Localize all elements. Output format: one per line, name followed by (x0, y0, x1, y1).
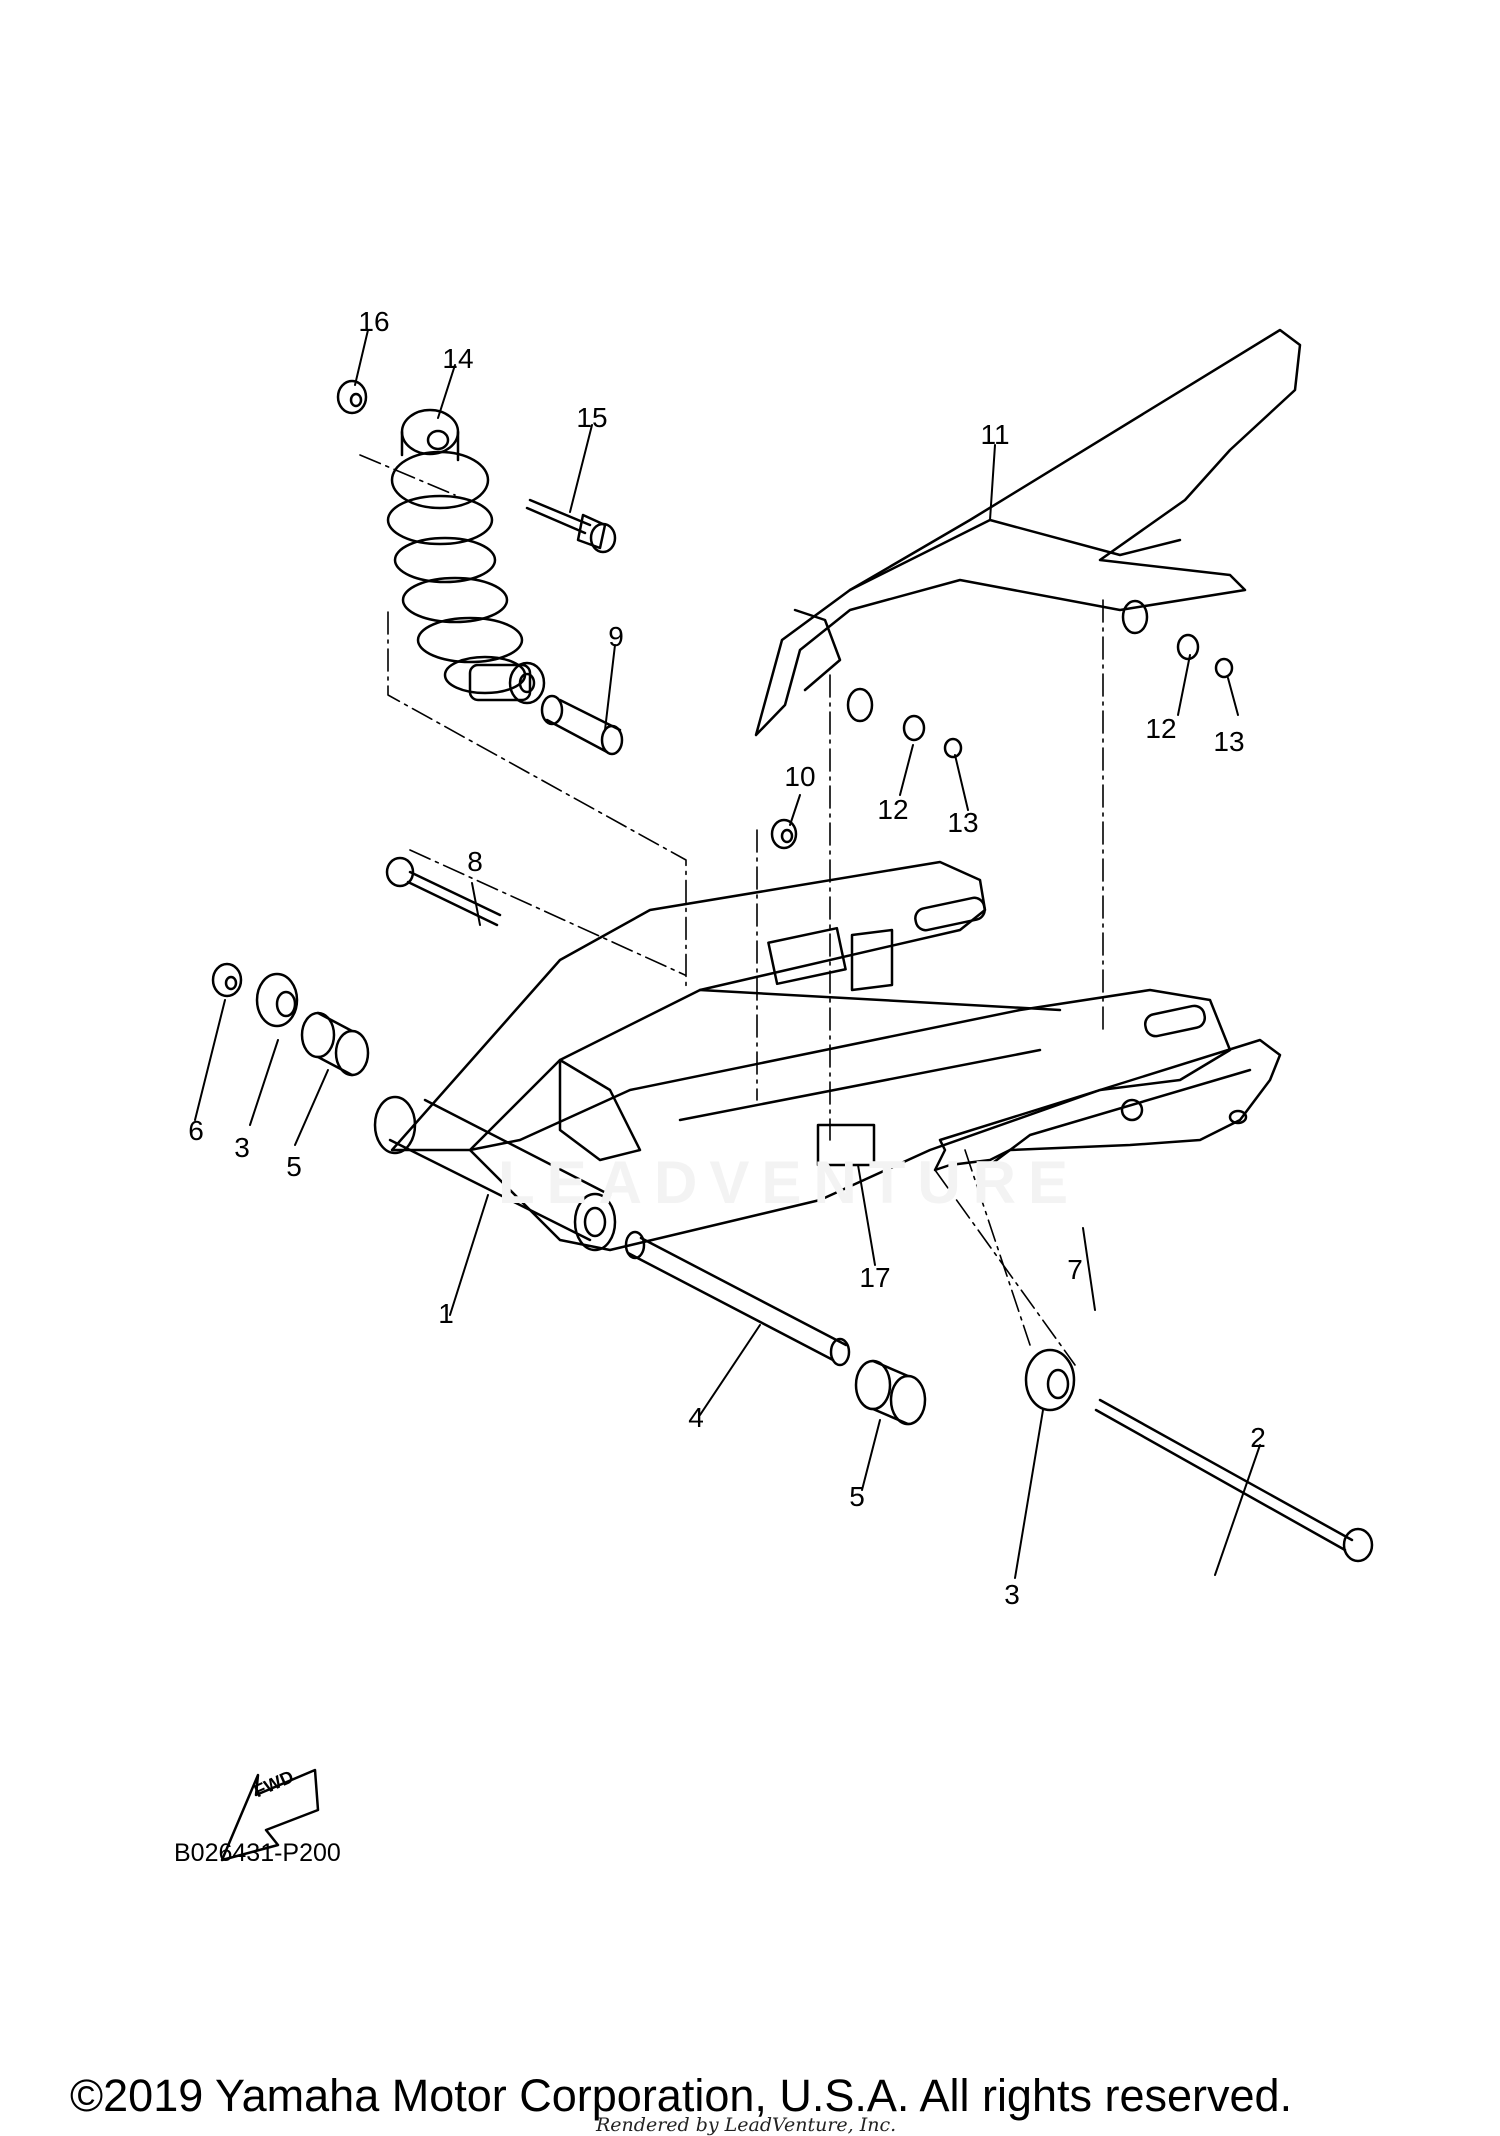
part-label-12-left[interactable]: 12 (877, 794, 909, 825)
part-label-8[interactable]: 8 (467, 846, 483, 877)
rear-shock (386, 408, 546, 705)
leader-lines (194, 329, 1261, 1579)
bearing-right (854, 1359, 927, 1426)
diagram-code: B026431-P200 (174, 1839, 341, 1867)
part-label-5-left[interactable]: 5 (286, 1151, 302, 1182)
alignment-lines (359, 454, 1104, 1366)
bearing-left (300, 1011, 370, 1077)
part-label-6[interactable]: 6 (188, 1115, 204, 1146)
nut-6 (211, 962, 243, 998)
part-label-15[interactable]: 15 (576, 402, 608, 433)
part-label-3-left[interactable]: 3 (234, 1132, 250, 1163)
nut-10 (770, 818, 798, 850)
watermark: LEADVENTURE (498, 1149, 1081, 1216)
swingarm (390, 860, 1232, 1252)
part-label-9[interactable]: 9 (608, 621, 624, 652)
part-label-14[interactable]: 14 (442, 343, 474, 374)
part-label-5-right[interactable]: 5 (849, 1481, 865, 1512)
washers-screws (902, 633, 1234, 759)
nut-16 (336, 379, 368, 415)
part-label-4[interactable]: 4 (688, 1402, 704, 1433)
oil-seal-left (255, 972, 299, 1028)
part-label-11[interactable]: 11 (980, 419, 1010, 450)
label-plate (816, 1123, 876, 1167)
part-label-2[interactable]: 2 (1250, 1422, 1266, 1453)
part-label-12-right[interactable]: 12 (1145, 713, 1177, 744)
pivot-shaft (624, 1230, 851, 1367)
part-label-1[interactable]: 1 (438, 1298, 454, 1329)
pivot-bolt (1094, 1398, 1374, 1563)
part-label-13-left[interactable]: 13 (947, 807, 979, 838)
part-label-10[interactable]: 10 (784, 761, 816, 792)
fwd-arrow-icon (220, 1768, 320, 1862)
bolt-8 (385, 856, 502, 927)
part-label-13-right[interactable]: 13 (1213, 726, 1245, 757)
part-label-17[interactable]: 17 (859, 1262, 891, 1293)
part-label-7[interactable]: 7 (1067, 1254, 1083, 1285)
chain-guard (754, 328, 1302, 737)
pivot-tube (373, 1095, 617, 1252)
bolt-15 (525, 498, 617, 554)
rendered-by-credit: Rendered by LeadVenture, Inc. (596, 2114, 897, 2136)
collar (540, 694, 624, 756)
oil-seal-right (1024, 1348, 1076, 1412)
part-label-3-right[interactable]: 3 (1004, 1579, 1020, 1610)
copyright-notice: ©2019 Yamaha Motor Corporation, U.S.A. A… (70, 2070, 1293, 2121)
part-label-16[interactable]: 16 (358, 306, 390, 337)
